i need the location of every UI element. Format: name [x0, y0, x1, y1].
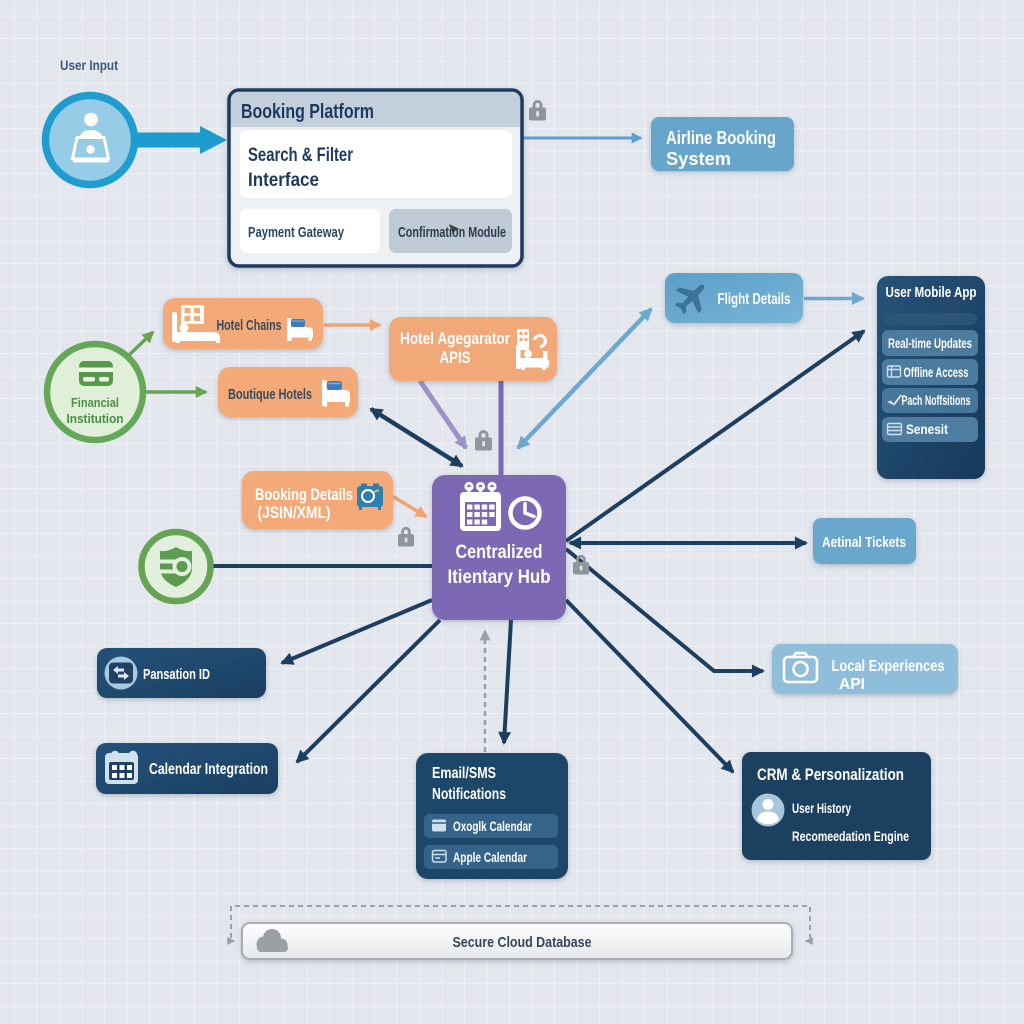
svg-text:Booking Platform: Booking Platform [241, 101, 374, 123]
svg-text:User Mobile App: User Mobile App [886, 285, 977, 301]
svg-text:Local Experiences: Local Experiences [832, 658, 945, 675]
svg-text:Oxoglk Calendar: Oxoglk Calendar [453, 819, 533, 834]
svg-text:Aetinal Tickets: Aetinal Tickets [822, 534, 906, 551]
svg-text:Pansation ID: Pansation ID [143, 666, 210, 683]
svg-text:(JSIN/XML): (JSIN/XML) [258, 504, 331, 522]
svg-text:User History: User History [792, 801, 851, 816]
svg-text:Apple Calendar: Apple Calendar [453, 850, 528, 865]
svg-text:Email/SMS: Email/SMS [432, 765, 496, 782]
svg-text:Search & Filter: Search & Filter [248, 145, 353, 166]
svg-text:Offline Access: Offline Access [904, 365, 969, 380]
svg-text:Flight Details: Flight Details [718, 291, 791, 308]
svg-text:Airline Booking: Airline Booking [666, 128, 776, 148]
svg-text:Pach Noffsitions: Pach Noffsitions [902, 393, 971, 408]
svg-text:Financial: Financial [71, 395, 119, 410]
svg-text:Institution: Institution [67, 411, 124, 426]
svg-text:CRM & Personalization: CRM & Personalization [757, 766, 904, 784]
svg-text:Notifications: Notifications [432, 786, 506, 803]
svg-text:Hotel Chains: Hotel Chains [217, 318, 282, 334]
svg-text:Calendar Integration: Calendar Integration [149, 761, 268, 778]
svg-text:API: API [839, 676, 865, 693]
svg-text:APIS: APIS [440, 348, 471, 367]
svg-text:Interface: Interface [248, 170, 319, 191]
svg-text:Itientary Hub: Itientary Hub [448, 567, 551, 588]
svg-text:Confirmation Module: Confirmation Module [398, 224, 506, 241]
svg-text:Centralized: Centralized [456, 542, 543, 563]
svg-text:Booking Details: Booking Details [255, 486, 353, 504]
svg-text:User Input: User Input [60, 58, 118, 73]
svg-text:Recomeedation Engine: Recomeedation Engine [792, 829, 909, 844]
svg-text:Real-time Updates: Real-time Updates [888, 336, 972, 351]
svg-text:Payment Gateway: Payment Gateway [248, 224, 344, 241]
svg-text:System: System [666, 149, 731, 169]
svg-text:Boutique Hotels: Boutique Hotels [228, 386, 312, 403]
svg-text:Secure Cloud Database: Secure Cloud Database [453, 934, 592, 951]
svg-text:Hotel Agegarator: Hotel Agegarator [400, 329, 510, 348]
svg-text:Senesit: Senesit [906, 422, 948, 437]
